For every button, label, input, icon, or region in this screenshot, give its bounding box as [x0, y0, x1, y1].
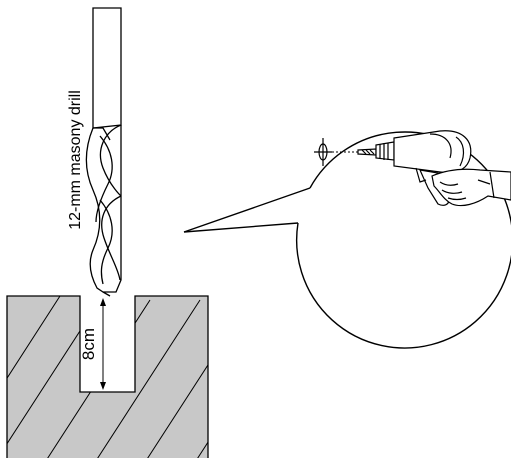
- power-drill-icon: [357, 130, 511, 207]
- crosshair-icon: [314, 138, 332, 166]
- wall-section-icon: [6, 295, 209, 458]
- drill-bit-icon: [85, 7, 122, 297]
- callout-bubble: [183, 131, 511, 349]
- drill-bit-label: 12-mm masony drill: [67, 90, 84, 230]
- depth-dimension: 8cm: [79, 298, 106, 390]
- depth-label: 8cm: [79, 328, 98, 360]
